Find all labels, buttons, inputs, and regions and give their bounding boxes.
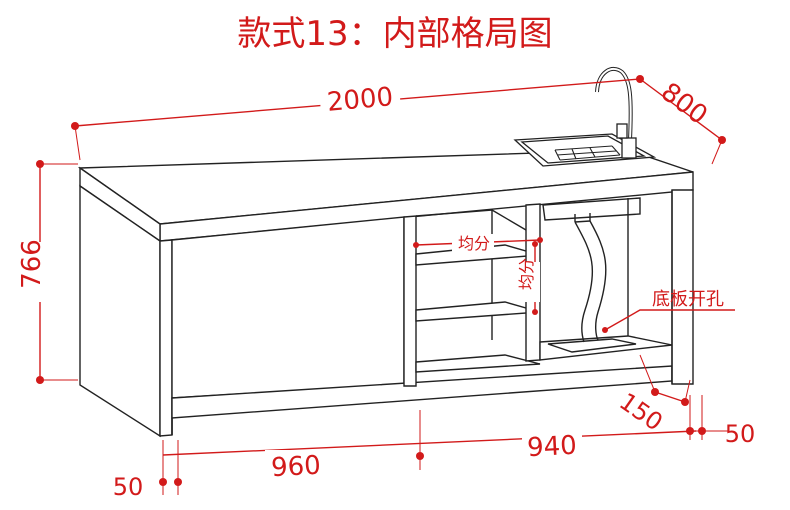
shelf-bottom [415,354,541,373]
floor-hole [547,338,637,353]
dim-left-side: 50 [113,473,144,501]
sink [513,66,657,167]
dim-right-side: 50 [725,420,756,448]
dim-height: 766 [17,239,47,289]
left-front-leg [159,239,173,437]
middle-divider [403,215,417,387]
dimension-dots [36,75,726,486]
dim-right-span: 940 [526,431,577,464]
sink-bowl-underside [542,197,641,221]
label-equal-split-vertical: 均分 [517,258,536,290]
drying-rack [554,145,621,161]
dim-left-span: 960 [270,451,321,484]
sink-basin [520,135,647,164]
cabinet [77,149,694,438]
page-title: 款式13：内部格局图 [237,14,553,54]
drain-hose [574,221,593,343]
left-door [171,216,405,399]
label-equal-split-horizontal: 均分 [458,234,490,253]
dim-depth: 800 [655,77,713,131]
right-side-panel [671,189,694,385]
label-bottom-hole: 底板开孔 [652,289,724,310]
dim-length: 2000 [326,82,395,118]
shelf-middle [415,301,541,322]
dim-hole: 150 [614,387,668,436]
faucet-base [621,137,637,159]
